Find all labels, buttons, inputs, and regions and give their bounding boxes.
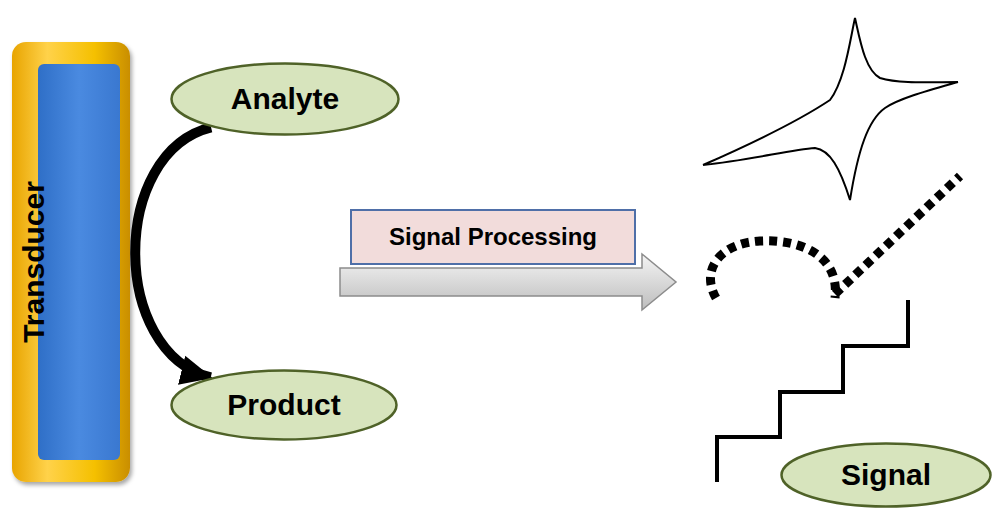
- impedance-line: [835, 176, 960, 294]
- transducer-bar: Transducer: [12, 42, 130, 482]
- signal-ellipse: Signal: [780, 442, 992, 508]
- node-label: Transducer: [17, 181, 51, 343]
- node-label: Signal: [841, 458, 931, 492]
- analyte-ellipse: Analyte: [170, 62, 400, 136]
- impedance-curve: [710, 241, 835, 298]
- node-label: Analyte: [231, 82, 339, 116]
- curved-arrow: [135, 127, 211, 377]
- product-ellipse: Product: [170, 369, 398, 441]
- process-box: Signal Processing: [350, 209, 636, 265]
- node-label: Product: [227, 388, 340, 422]
- node-label: Signal Processing: [389, 223, 597, 251]
- voltammogram-curve: [703, 18, 958, 200]
- transducer-panel: [38, 64, 120, 460]
